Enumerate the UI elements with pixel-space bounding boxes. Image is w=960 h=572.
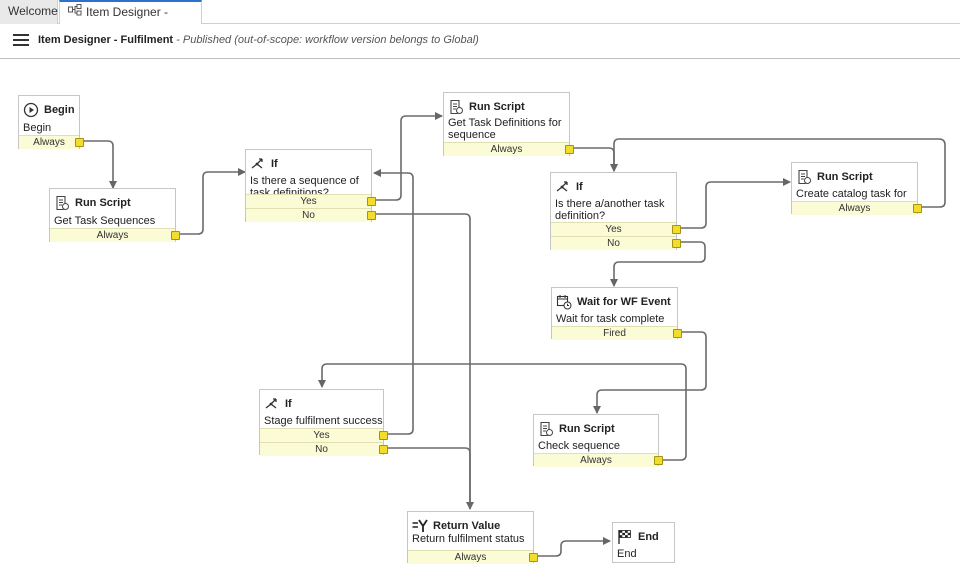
wire-get-defs-to-if-another [570,147,618,172]
play-icon [23,102,39,118]
exit-port[interactable] [75,138,84,147]
exit-always[interactable]: Always [792,201,922,215]
workflow-status: - Published [176,34,232,46]
branch-icon [264,396,280,412]
checkered-flag-icon [617,529,633,545]
exit-port[interactable] [379,431,388,440]
workflow-name: Item Designer - Fulfilment [38,34,174,46]
node-title: Run Script [559,423,615,435]
exit-yes[interactable]: Yes [246,194,376,208]
node-description: Is there a/another task definition? [555,198,665,222]
node-wait-event[interactable]: Wait for WF Event Wait for task complete… [551,287,682,340]
node-title: If [271,158,278,170]
calendar-clock-icon [556,294,572,310]
node-title: Wait for WF Event [577,296,671,308]
branch-icon [555,179,571,195]
node-description: Get Task Definitions for sequence [448,117,562,141]
node-if-another[interactable]: If Is there a/another task definition? Y… [550,172,681,250]
exit-port[interactable] [529,553,538,562]
node-title: If [285,398,292,410]
workflow-icon [68,2,82,23]
node-description: End [617,548,637,560]
exit-no[interactable]: No [260,442,388,456]
wire-if-another-no-to-wait [610,241,706,287]
exit-always[interactable]: Always [50,228,180,242]
node-run-script-create-task[interactable]: Run Script Create catalog task for serie… [791,162,922,215]
exit-always[interactable]: Always [444,142,574,156]
exit-port[interactable] [367,197,376,206]
node-if-stage[interactable]: If Stage fulfilment success Yes No [259,389,388,456]
node-end[interactable]: End End [612,522,675,563]
wire-wait-fired-to-check [593,331,707,414]
wire-if-sequence-no-to-return [372,213,474,510]
node-return-value[interactable]: Return Value Return fulfilment status Al… [407,511,538,564]
transition-lines [80,112,946,557]
exit-port[interactable] [673,329,682,338]
tab-bar: Welcome Item Designer - Fulfilment [0,0,960,40]
return-value-icon [412,518,428,534]
script-icon [54,195,70,211]
tab-welcome[interactable]: Welcome [0,0,58,24]
node-description: Get Task Sequences [54,215,156,227]
exit-always[interactable]: Always [19,135,84,149]
workflow-canvas[interactable]: Begin Begin Always Run Script Get Task S… [0,60,960,572]
exit-port[interactable] [654,456,663,465]
exit-port[interactable] [367,211,376,220]
node-description: Begin [23,122,52,134]
node-title: Run Script [75,197,131,209]
wire-return-to-end [534,537,611,557]
node-run-script-get-definitions[interactable]: Run Script Get Task Definitions for sequ… [443,92,574,156]
node-description: Wait for task complete [556,313,665,325]
menu-icon[interactable] [13,34,29,48]
wire-if-sequence-yes-to-get-defs [372,112,443,201]
wire-if-stage-no-to-return [384,447,471,509]
node-title: If [576,181,583,193]
node-title: Run Script [817,171,873,183]
wire-get-sequences-to-if-sequence [176,168,246,235]
exit-yes[interactable]: Yes [260,428,388,442]
exit-port[interactable] [913,204,922,213]
exit-port[interactable] [379,445,388,454]
branch-icon [250,156,266,172]
exit-always[interactable]: Always [534,453,663,467]
node-description: Stage fulfilment success [264,415,383,427]
exit-port[interactable] [565,145,574,154]
exit-no[interactable]: No [551,236,681,250]
script-icon [448,99,464,115]
node-if-sequence[interactable]: If Is there a sequence of task definitio… [245,149,376,222]
exit-fired[interactable]: Fired [552,326,682,340]
node-title: Run Script [469,101,525,113]
exit-always[interactable]: Always [408,550,538,564]
tab-item-designer[interactable]: Item Designer - Fulfilment [59,0,202,40]
script-icon [538,421,554,437]
node-description: Return fulfilment status [412,533,525,545]
node-run-script-check[interactable]: Run Script Check sequence fulfilment Alw… [533,414,663,467]
wire-if-stage-yes-to-if-sequence [373,169,414,435]
workflow-scope-note: (out-of-scope: workflow version belongs … [234,34,479,46]
exit-yes[interactable]: Yes [551,222,681,236]
exit-port[interactable] [672,239,681,248]
exit-port[interactable] [672,225,681,234]
wire-if-another-yes-to-create-task [677,178,791,229]
exit-port[interactable] [171,231,180,240]
node-begin[interactable]: Begin Begin Always [18,95,84,149]
workflow-header: Item Designer - Fulfilment - Published (… [0,24,960,59]
exit-no[interactable]: No [246,208,376,222]
script-icon [796,169,812,185]
wire-check-to-if-stage [318,363,687,461]
node-title: Begin [44,104,75,116]
node-title: End [638,531,659,543]
wire-create-task-loop [610,138,946,208]
page-title: Item Designer - Fulfilment - Published (… [38,34,479,46]
node-title: Return Value [433,520,501,532]
wire-begin-to-get-sequences [80,140,117,189]
node-run-script-get-sequences[interactable]: Run Script Get Task Sequences Always [49,188,180,242]
